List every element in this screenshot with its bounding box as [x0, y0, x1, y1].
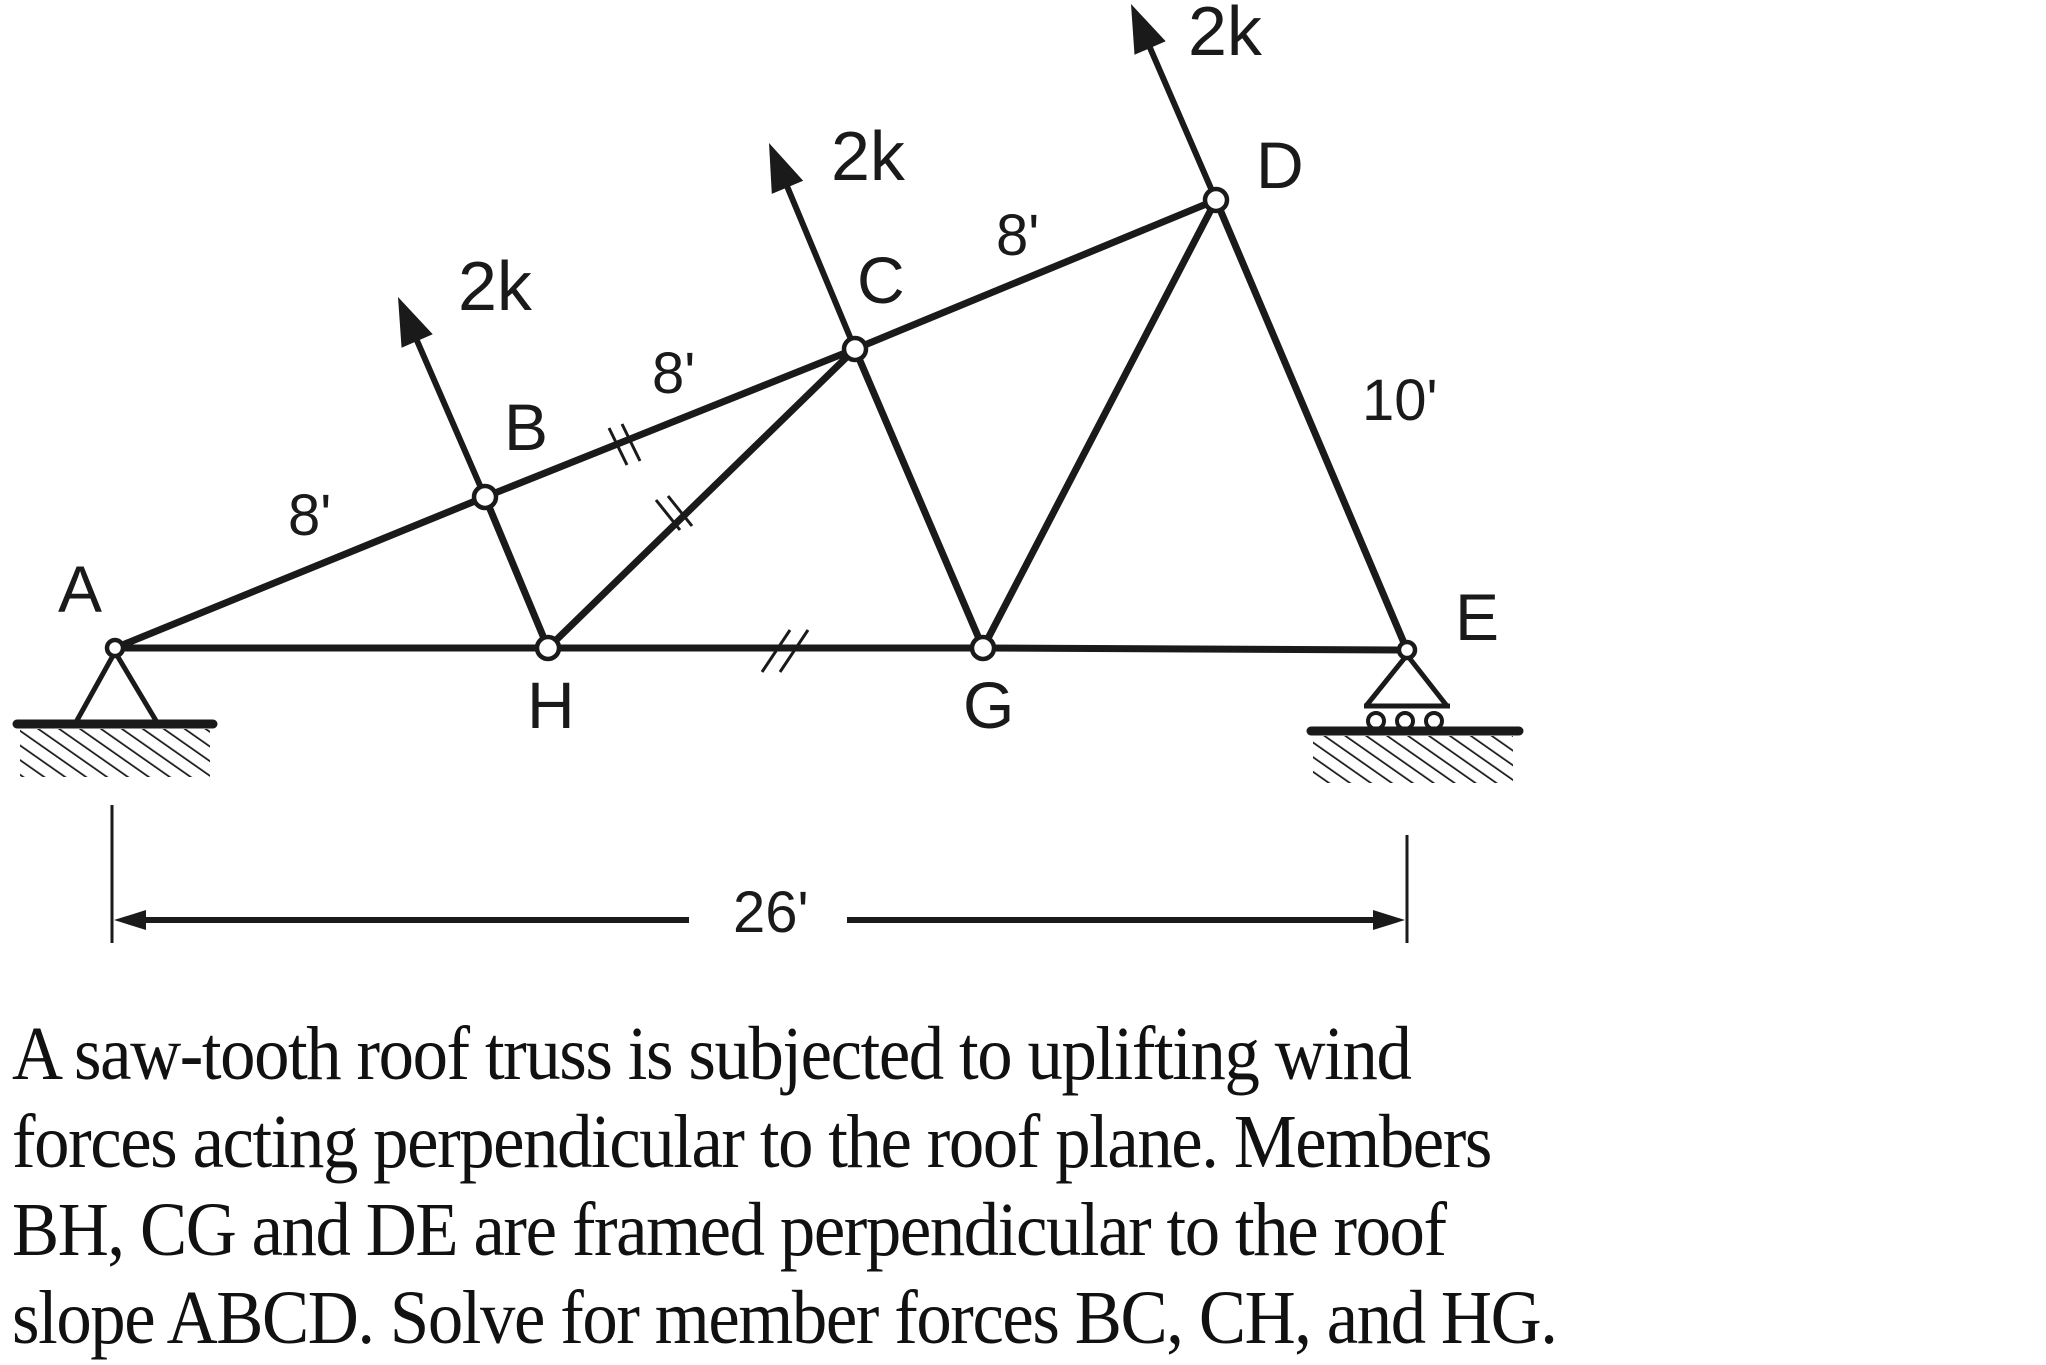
load-arrow-shaft: [782, 180, 858, 352]
load-arrows: [398, 4, 1219, 500]
member-ge: [979, 644, 1411, 654]
joint-label-g: G: [963, 668, 1014, 742]
joint-b: [471, 483, 499, 511]
problem-line-2: forces acting perpendicular to the roof …: [12, 1100, 1492, 1184]
dimension-label: 26': [733, 880, 809, 945]
dimension-label: 8': [288, 483, 331, 548]
joint-label-c: C: [857, 243, 905, 317]
member-bh: [481, 493, 552, 652]
member-ch: [544, 345, 859, 652]
member-cg: [851, 345, 987, 652]
span-dimension: [110, 805, 1409, 943]
arrowhead-up-icon: [398, 297, 433, 348]
load-arrow-shaft: [412, 334, 488, 500]
problem-line-1: A saw-tooth roof truss is subjected to u…: [12, 1012, 1412, 1096]
equal-length-marks: [607, 423, 810, 673]
dimension-label: 8': [996, 203, 1039, 268]
joint-a: [104, 637, 126, 659]
pin-support-a: [12, 646, 218, 777]
member-dg: [979, 196, 1220, 652]
member-ab: [111, 493, 489, 652]
load-label-b: 2k: [458, 247, 533, 325]
diagram-labels: 2k 2k 2kA B C D E H G 8' 8' 8' 10' 26': [58, 0, 1499, 945]
arrowhead-up-icon: [1131, 4, 1166, 55]
joint-label-e: E: [1455, 580, 1499, 654]
joint-d: [1202, 186, 1230, 214]
joint-label-d: D: [1256, 128, 1304, 202]
joint-e: [1396, 639, 1418, 661]
dimension-label: 10': [1362, 368, 1438, 433]
problem-line-4: slope ABCD. Solve for member forces BC, …: [12, 1276, 1558, 1360]
arrowhead-up-icon: [769, 143, 804, 194]
joint-label-a: A: [58, 552, 102, 626]
truss-members: [111, 196, 1411, 654]
problem-statement: A saw-tooth roof truss is subjected to u…: [12, 1010, 2042, 1362]
arrowhead-left-icon: [114, 910, 146, 930]
problem-line-3: BH, CG and DE are framed perpendicular t…: [12, 1188, 1447, 1272]
roller-support-e: [1306, 650, 1524, 783]
member-cd: [851, 196, 1220, 353]
joint-label-b: B: [504, 390, 548, 464]
joint-label-h: H: [527, 668, 575, 742]
arrowhead-right-icon: [1373, 910, 1405, 930]
joint-h: [534, 634, 562, 662]
joint-g: [969, 634, 997, 662]
member-de: [1212, 196, 1411, 654]
load-label-d: 2k: [1188, 0, 1263, 70]
load-arrow-shaft: [1145, 41, 1219, 203]
member-bc: [481, 345, 859, 501]
dimension-label: 8': [652, 341, 695, 406]
joint-c: [841, 335, 869, 363]
load-label-c: 2k: [831, 117, 906, 195]
truss-joints: [104, 186, 1418, 662]
